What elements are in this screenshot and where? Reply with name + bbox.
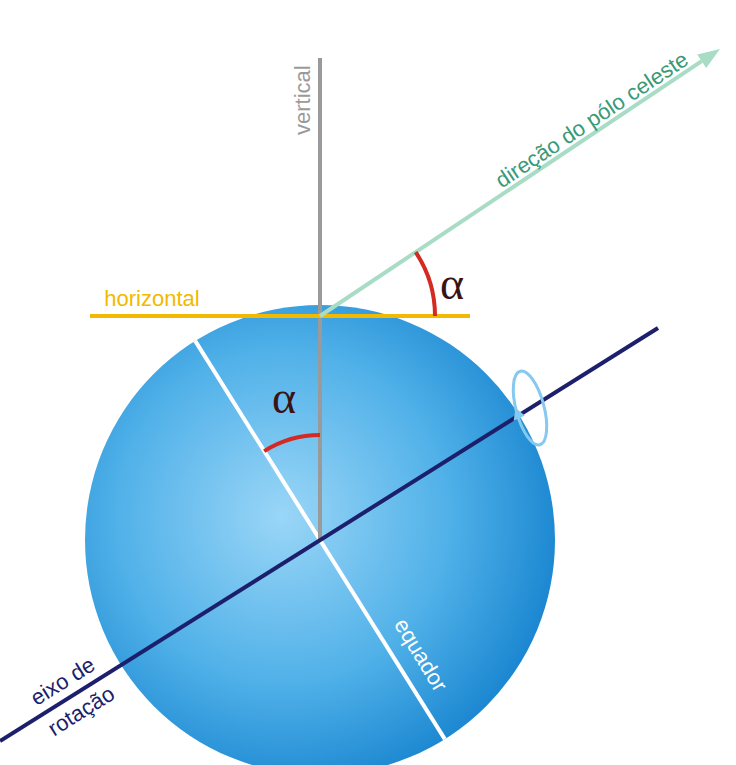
angle-symbol: α (440, 256, 464, 311)
rotation-symbol (502, 368, 554, 450)
arrow-head (697, 49, 720, 68)
axis-label: horizontal (104, 286, 199, 312)
angle-symbol: α (272, 370, 296, 425)
horizontal-line (90, 314, 470, 318)
angle-arc (416, 252, 435, 316)
axis-label: vertical (290, 65, 316, 135)
axis-label: direção do pólo celeste (491, 46, 694, 193)
vertical-line (318, 58, 322, 540)
angle-arc (264, 435, 320, 451)
axis-label: eixo de rotação (14, 642, 129, 750)
